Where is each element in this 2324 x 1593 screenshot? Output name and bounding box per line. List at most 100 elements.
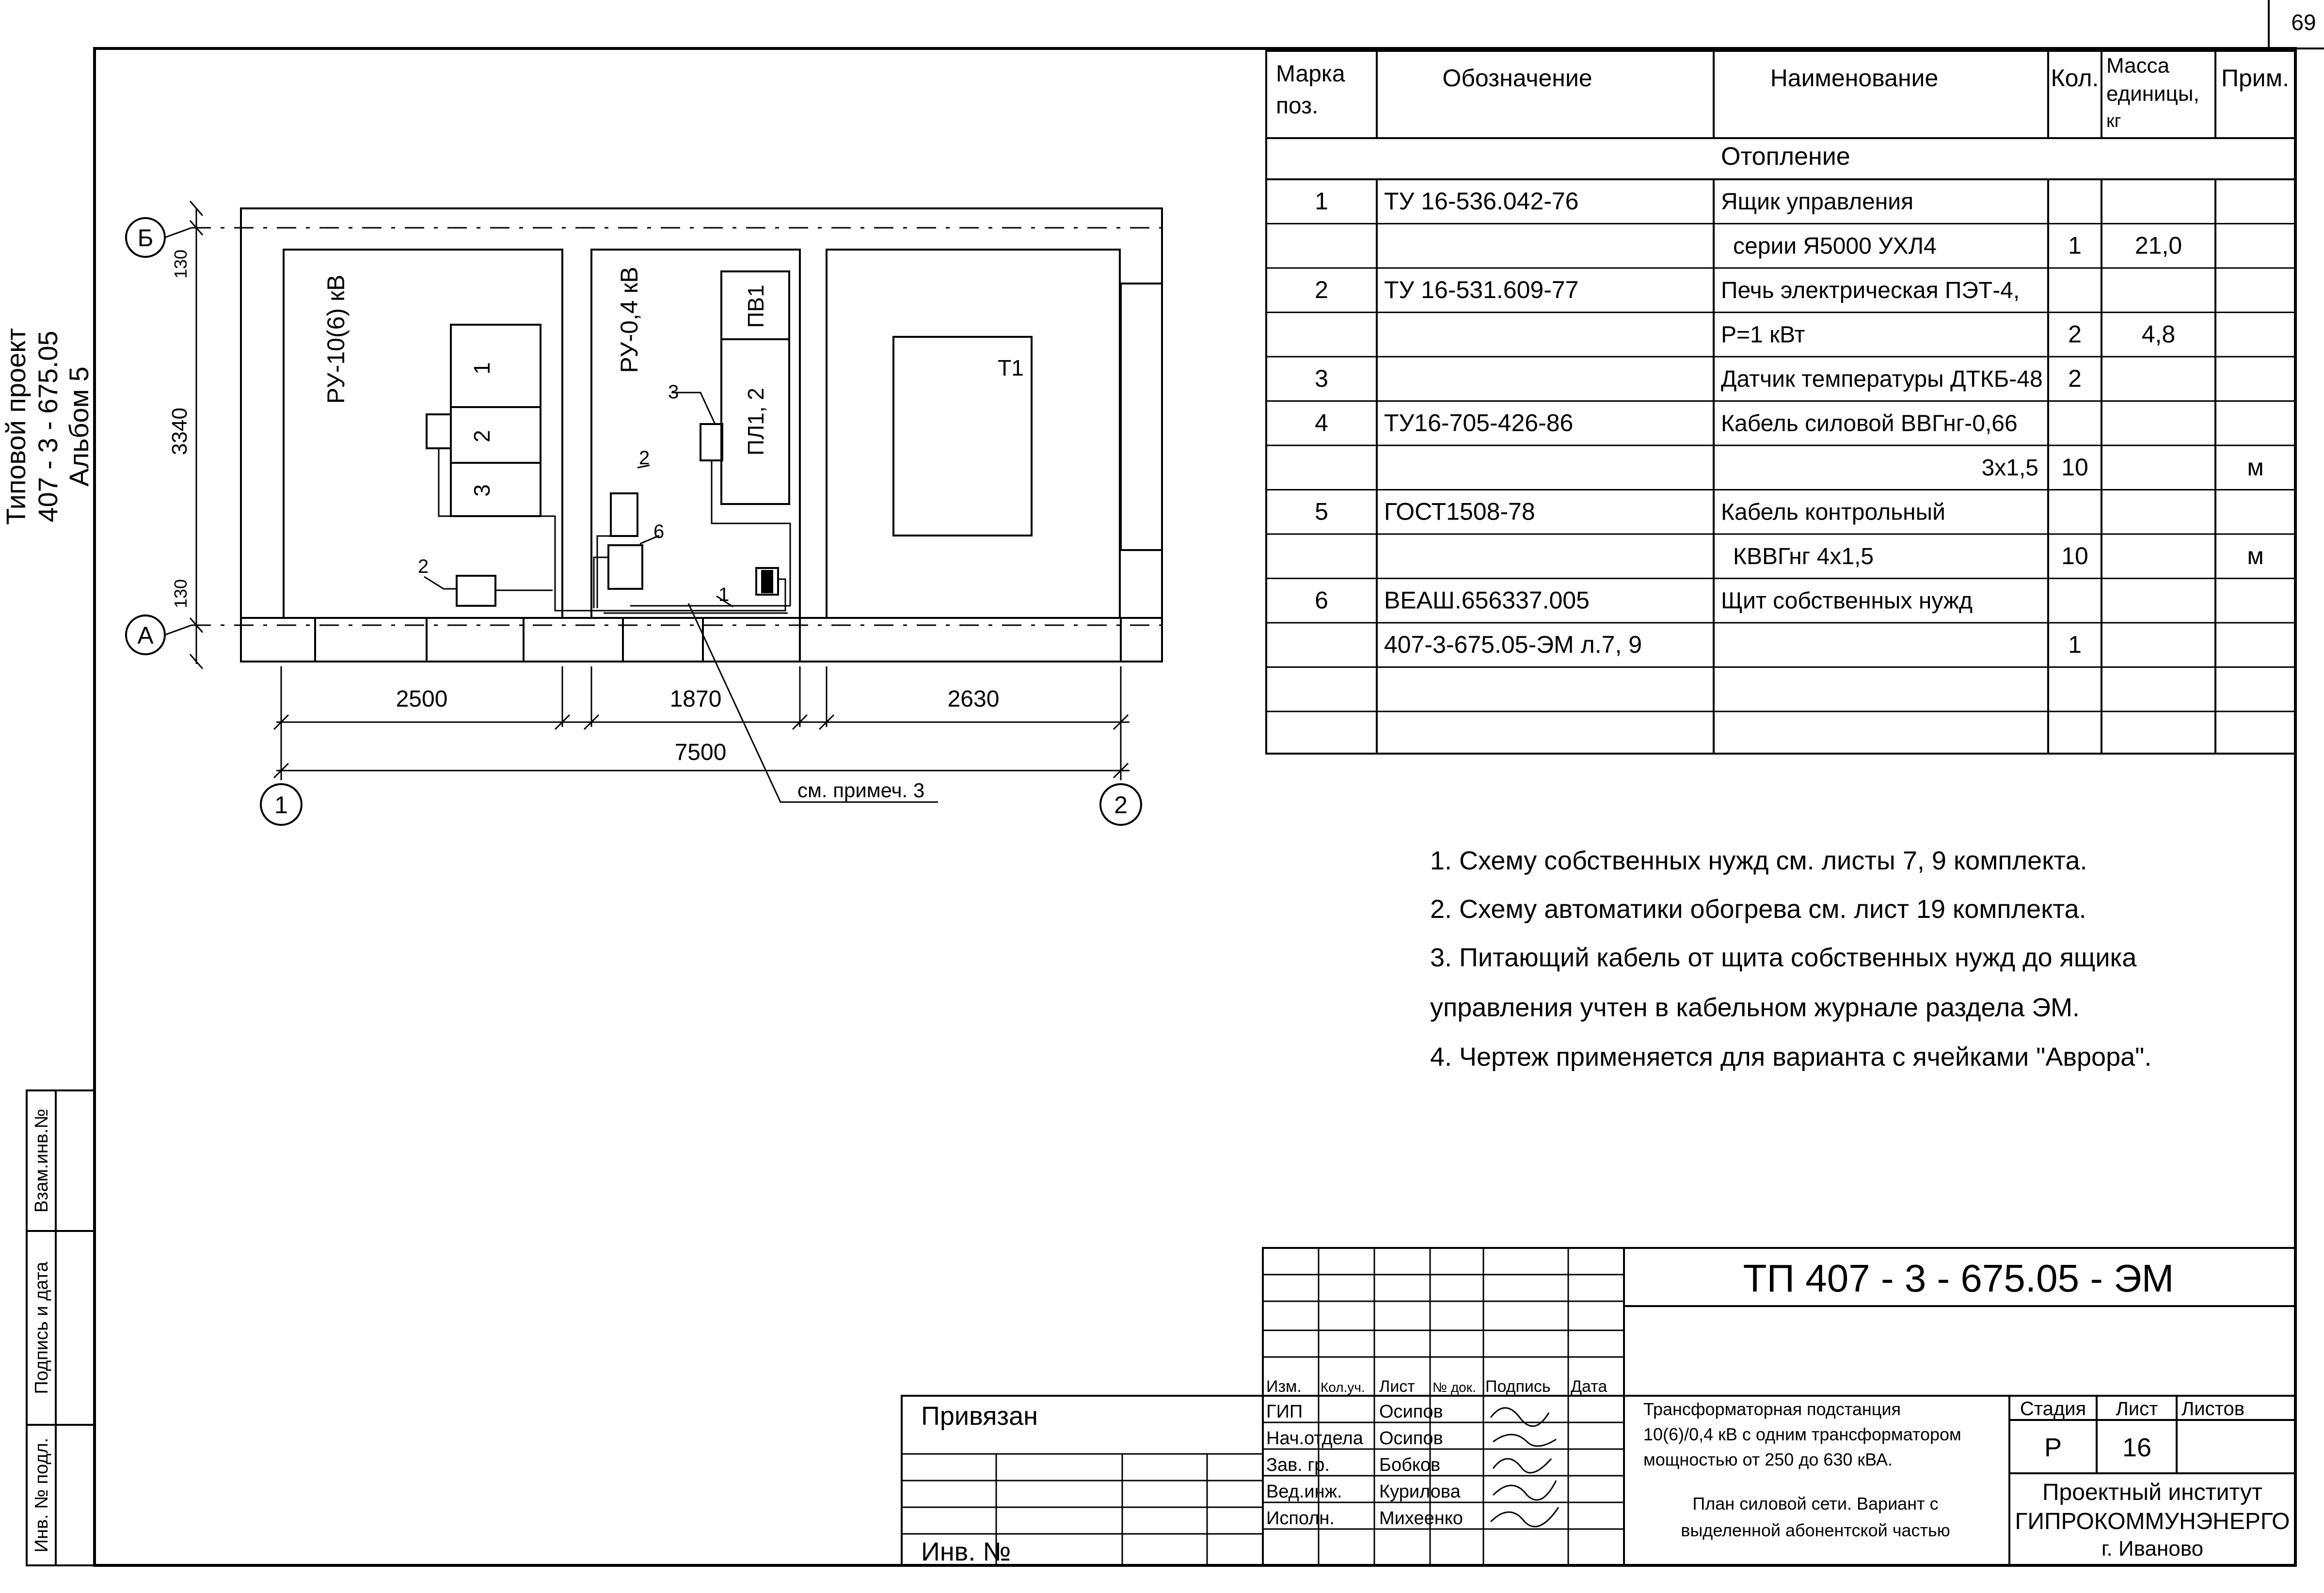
spec-header-marka-2: поз. — [1276, 93, 1319, 119]
room-label-ru10: РУ-10(6) кВ — [322, 275, 350, 404]
tb-col-list: Лист — [1379, 1377, 1415, 1396]
spec-cell-r6-c5: м — [2247, 454, 2263, 481]
note-3-cont: управления учтен в кабельном журнале раз… — [1430, 993, 2080, 1022]
tb-object-2: 10(6)/0,4 кВ с одним трансформатором — [1643, 1424, 1961, 1444]
item-label-2b: 2 — [418, 556, 429, 577]
item-label-1: 1 — [718, 584, 729, 605]
spec-cell-r7-c0: 5 — [1315, 498, 1328, 525]
tb-sheetname-1: План силовой сети. Вариант с — [1692, 1494, 1938, 1514]
tb-object-3: мощностью от 250 до 630 кВА. — [1643, 1450, 1893, 1469]
spec-cell-r6-c2: 3х1,5 — [1982, 455, 2038, 481]
spec-cell-r2-c2: Печь электрическая ПЭТ-4, — [1721, 278, 2020, 303]
item-label-2a: 2 — [639, 447, 650, 469]
item-label-3: 3 — [668, 381, 679, 403]
spec-cell-r9-c2: Щит собственных нужд — [1721, 588, 1973, 614]
spec-cell-r8-c5: м — [2247, 542, 2263, 569]
note-4: 4. Чертеж применяется для варианта с яче… — [1430, 1042, 2152, 1072]
tb-col-kol: Кол.уч. — [1321, 1380, 1365, 1395]
spec-header-massa-1: Масса — [2106, 54, 2170, 78]
room-label-ru04: РУ-0,4 кВ — [616, 267, 643, 373]
cell-label-1: 1 — [469, 362, 494, 375]
note-3: 3. Питающий кабель от щита собственных н… — [1430, 943, 2137, 972]
tb-org-1: Проектный институт — [2042, 1480, 2262, 1505]
tb-col-data: Дата — [1571, 1377, 1607, 1396]
dim-130-bottom: 130 — [171, 579, 191, 608]
cell-label-3: 3 — [469, 484, 494, 497]
spec-cell-r5-c2: Кабель силовой ВВГнг-0,66 — [1721, 411, 2018, 437]
spec-cell-r0-c2: Ящик управления — [1721, 189, 1913, 215]
side-project-line-3: Альбом 5 — [64, 366, 94, 487]
side-project-line-1: Типовой проект — [0, 328, 31, 525]
spec-cell-r5-c1: ТУ16-705-426-86 — [1384, 410, 1573, 437]
floor-plan: РУ-10(6) кВ РУ-0,4 кВ Т1 1 2 3 ПВ1 ПЛ1, … — [125, 201, 1163, 826]
spec-cell-r1-c2: серии Я5000 УХЛ4 — [1733, 234, 1937, 259]
axis-a: А — [137, 622, 154, 649]
tb-sheet-value: 16 — [2122, 1433, 2151, 1462]
item-label-6: 6 — [653, 521, 664, 542]
spec-cell-r5-c0: 4 — [1315, 410, 1328, 437]
spec-header-marka-1: Марка — [1276, 61, 1345, 87]
note-1: 1. Схему собственных нужд см. листы 7, 9… — [1430, 846, 2087, 875]
dim-2500: 2500 — [396, 686, 448, 712]
spec-cell-r9-c0: 6 — [1315, 587, 1328, 614]
spec-table: Марка поз. Обозначение Наименование Кол.… — [1265, 50, 2296, 755]
axis-1: 1 — [274, 791, 288, 819]
tb-staff-role-2: Зав. гр. — [1266, 1455, 1330, 1475]
spec-cell-r8-c3: 10 — [2061, 542, 2088, 569]
tb-col-ndok: № док. — [1433, 1380, 1476, 1395]
tb-staff-name-1: Осипов — [1379, 1428, 1443, 1449]
spec-cell-r0-c0: 1 — [1315, 188, 1328, 215]
dim-7500: 7500 — [675, 740, 727, 765]
cell-label-2: 2 — [469, 430, 494, 442]
spec-cell-r3-c4: 4,8 — [2142, 321, 2176, 348]
tb-inv: Инв. № — [921, 1537, 1011, 1566]
control-box-icon — [761, 570, 773, 593]
side-box-inv-podl: Инв. № подл. — [32, 1438, 52, 1553]
spec-header-kol: Кол. — [2051, 64, 2099, 92]
spec-header-massa-3: кг — [2106, 111, 2121, 131]
tb-staff-role-4: Исполн. — [1266, 1508, 1335, 1529]
spec-cell-r10-c3: 1 — [2068, 631, 2082, 658]
spec-cell-r8-c2: КВВГнг 4х1,5 — [1733, 544, 1874, 569]
signature-mark — [1490, 1407, 1560, 1528]
panel-label-pl12: ПЛ1, 2 — [743, 388, 768, 456]
dim-2630: 2630 — [948, 686, 1000, 712]
dim-130-top: 130 — [171, 250, 191, 279]
tb-staff-role-0: ГИП — [1266, 1402, 1303, 1422]
tb-privyazan: Привязан — [921, 1402, 1038, 1431]
tb-stage-header: Стадия — [2020, 1398, 2086, 1420]
spec-cell-r1-c3: 1 — [2068, 232, 2082, 259]
spec-header-naimenovanie: Наименование — [1770, 64, 1939, 92]
spec-cell-r7-c2: Кабель контрольный — [1721, 500, 1945, 525]
spec-header-oboznachenie: Обозначение — [1442, 64, 1592, 92]
spec-cell-r2-c1: ТУ 16-531.609-77 — [1384, 276, 1578, 303]
spec-cell-r4-c0: 3 — [1315, 365, 1328, 392]
tb-staff-name-3: Курилова — [1379, 1482, 1461, 1502]
panel-label-pv1: ПВ1 — [743, 284, 768, 328]
tb-stage-value: Р — [2044, 1433, 2062, 1462]
spec-cell-r7-c1: ГОСТ1508-78 — [1384, 498, 1535, 525]
callout-note-3: см. примеч. 3 — [797, 779, 924, 802]
side-stamp: Типовой проект 407 - 3 - 675.05 Альбом 5… — [0, 328, 96, 1566]
axis-b: Б — [138, 224, 154, 252]
tb-staff-role-3: Вед.инж. — [1266, 1482, 1342, 1502]
tb-object-1: Трансформаторная подстанция — [1643, 1399, 1901, 1419]
dim-1870: 1870 — [670, 686, 722, 712]
spec-cell-r3-c3: 2 — [2068, 321, 2082, 348]
tb-staff-name-4: Михеенко — [1379, 1508, 1463, 1529]
tb-org-2: ГИПРОКОММУНЭНЕРГО — [2015, 1509, 2290, 1534]
title-block: ТП 407 - 3 - 675.05 - ЭМ Привязан Инв. №… — [901, 1247, 2296, 1566]
spec-header-prim: Прим. — [2221, 64, 2289, 92]
spec-cell-r10-c1: 407-3-675.05-ЭМ л.7, 9 — [1384, 631, 1642, 658]
tb-staff-name-0: Осипов — [1379, 1402, 1443, 1422]
dim-3340: 3340 — [168, 408, 191, 455]
sheet-number: 69 — [2291, 10, 2316, 35]
spec-header-massa-2: единицы, — [2106, 82, 2199, 106]
note-2: 2. Схему автоматики обогрева см. лист 19… — [1430, 895, 2086, 924]
spec-cell-r6-c3: 10 — [2061, 454, 2088, 481]
side-box-podpis: Подпись и дата — [32, 1261, 52, 1394]
room-label-t1: Т1 — [998, 355, 1024, 380]
